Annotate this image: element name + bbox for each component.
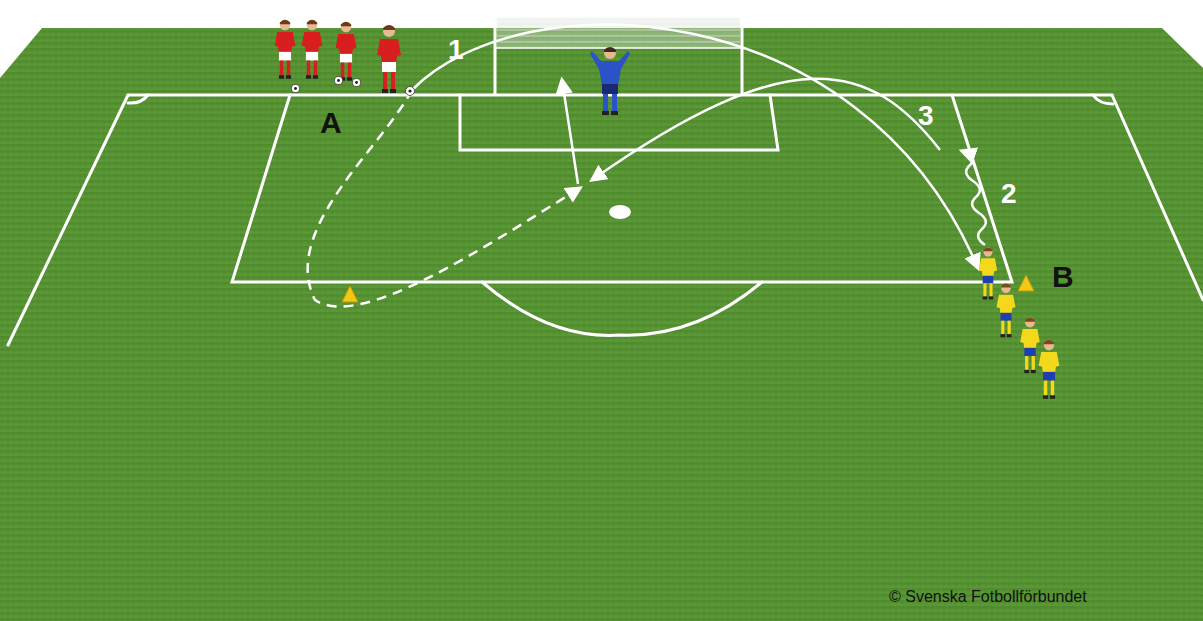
callout-number: 3 (918, 102, 934, 130)
copyright-note: © Svenska Fotbollförbundet (889, 589, 1087, 605)
callout-number: 2 (1001, 180, 1017, 208)
group-letter: B (1052, 262, 1074, 292)
group-letter: A (320, 108, 342, 138)
callout-number: 1 (448, 36, 464, 64)
